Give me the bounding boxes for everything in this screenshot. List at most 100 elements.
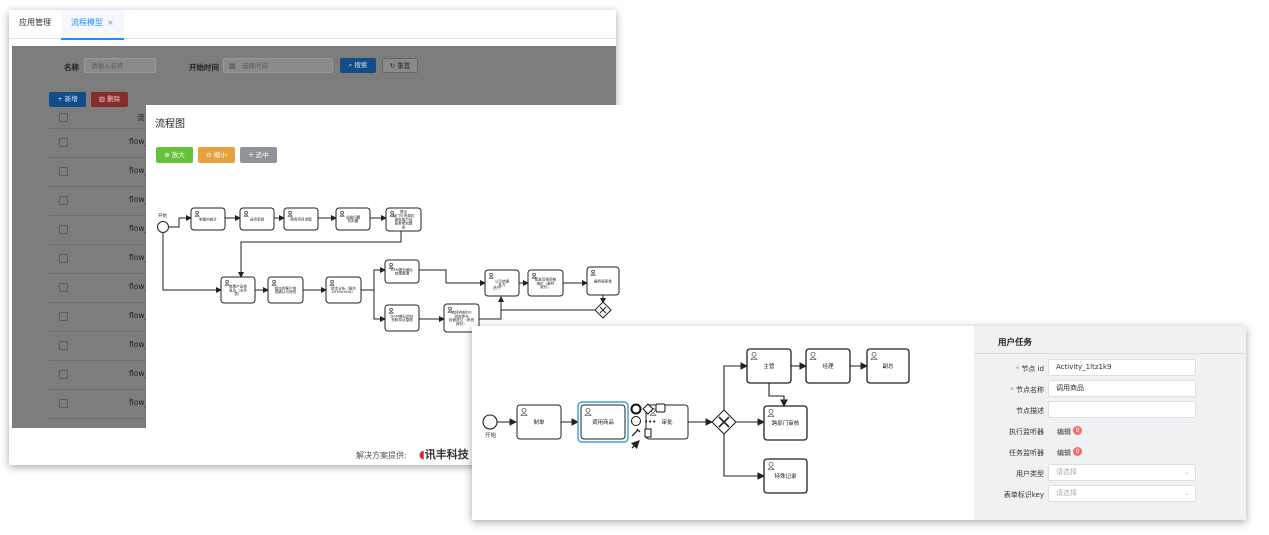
task-fuzong[interactable]: 副总	[866, 348, 910, 384]
row-checkbox[interactable]	[59, 312, 68, 321]
gateway-icon[interactable]	[642, 403, 654, 415]
node-desc-label: 节点描述	[1016, 407, 1044, 415]
select-all-checkbox[interactable]	[59, 113, 68, 122]
form-key-select[interactable]: 请选择 ⌄	[1048, 485, 1196, 502]
chevron-down-icon: ⌄	[1184, 468, 1190, 476]
task-listener-edit-link[interactable]: 编辑	[1057, 449, 1071, 457]
row-checkbox[interactable]	[59, 399, 68, 408]
name-input[interactable]: 请输入名称	[84, 58, 156, 73]
task-label: 报价）	[540, 284, 551, 289]
company-logo: ◖讯丰科技	[419, 446, 469, 462]
row-name-cell: flow_	[129, 311, 149, 320]
start-event[interactable]	[482, 414, 498, 430]
required-mark: *	[1010, 386, 1016, 394]
task-label: 公示结果	[495, 278, 510, 283]
flow-task-3[interactable]: 费用项目流程	[283, 207, 319, 231]
node-desc-input[interactable]	[1048, 401, 1196, 418]
task-listener-count-badge: 0	[1073, 447, 1082, 456]
task-teshu-jilu[interactable]: 特殊记录	[763, 458, 808, 494]
provider-label: 解决方案提供:	[356, 451, 407, 460]
fit-center-label: 适中	[255, 151, 269, 159]
task-label: 副总	[882, 362, 894, 370]
start-time-input[interactable]: ▦ 选择时间	[223, 58, 333, 73]
task-label: 息参考到整	[395, 221, 413, 226]
close-icon[interactable]: ×	[107, 18, 114, 27]
row-checkbox[interactable]	[59, 196, 68, 205]
exclusive-gateway[interactable]	[711, 409, 737, 435]
task-label: 提出	[400, 209, 408, 214]
task-label: 运输问题	[346, 214, 361, 219]
intermediate-event-icon[interactable]	[631, 416, 641, 426]
wrench-icon[interactable]	[631, 428, 641, 437]
task-shenpi[interactable]: 审批	[645, 404, 689, 440]
task-label: 调用商品	[592, 418, 615, 426]
gateway-label: 选中	[493, 284, 501, 290]
flow-task-2[interactable]: 送货审批	[239, 207, 275, 231]
logo-text: 讯丰科技	[424, 448, 469, 461]
task-zhidan[interactable]: 制单	[516, 404, 562, 440]
row-checkbox[interactable]	[59, 167, 68, 176]
task-label: 息确认与修改	[275, 289, 297, 294]
properties-panel: 用户任务 * 节点 id Activity_1ltz1k9 * 节点名称 调用商…	[974, 326, 1246, 520]
user-type-select[interactable]: 请选择 ⌄	[1048, 464, 1196, 481]
task-label: 主管	[763, 362, 775, 370]
task-label: DFMX0016）	[332, 289, 355, 294]
zoom-out-button[interactable]: ⊖ 缩小	[198, 147, 235, 163]
reset-button[interactable]: ↻ 重置	[382, 58, 418, 73]
task-zhuguan[interactable]: 主管	[746, 348, 792, 384]
trash-icon[interactable]	[644, 428, 652, 438]
node-name-input[interactable]: 调用商品	[1048, 380, 1196, 397]
flow-task-14[interactable]: 最终报审批	[586, 266, 620, 296]
more-icon[interactable]: •••	[644, 418, 656, 426]
exclusive-gateway[interactable]	[594, 301, 612, 319]
user-icon	[531, 272, 537, 279]
row-checkbox[interactable]	[59, 254, 68, 263]
user-icon	[389, 210, 395, 217]
fit-center-button[interactable]: ✛ 适中	[240, 147, 277, 163]
tab-app-management[interactable]: 应用管理	[9, 10, 61, 38]
node-id-label-text: 节点 id	[1021, 365, 1044, 373]
row-checkbox[interactable]	[59, 341, 68, 350]
task-icon[interactable]	[655, 403, 666, 413]
node-id-input[interactable]: Activity_1ltz1k9	[1048, 359, 1196, 376]
row-checkbox[interactable]	[59, 283, 68, 292]
modal-title: 流程图	[155, 119, 185, 130]
user-icon	[243, 210, 249, 217]
zoom-in-button[interactable]: ⊕ 放大	[156, 147, 193, 163]
task-label: DFM报价确认	[391, 267, 414, 272]
task-jingli[interactable]: 经理	[805, 348, 851, 384]
flow-task-1[interactable]: 制度内部计	[190, 207, 226, 231]
task-kuabumen-shenhe[interactable]: 跨部门审核	[763, 405, 808, 441]
end-event-icon[interactable]	[630, 403, 642, 415]
task-label: 调查客户信	[395, 217, 413, 222]
task-diaoyong-shangpin[interactable]: 调用商品	[577, 401, 629, 443]
row-name-cell: flow_	[129, 369, 149, 378]
row-checkbox[interactable]	[59, 370, 68, 379]
required-mark: *	[1015, 365, 1022, 373]
connect-arrow-icon[interactable]	[630, 440, 640, 450]
start-label: 开始	[485, 431, 497, 439]
task-label: 查看产品信	[229, 283, 247, 288]
search-button[interactable]: ⌕ 搜索	[340, 58, 376, 73]
user-icon	[809, 351, 817, 360]
row-checkbox[interactable]	[59, 138, 68, 147]
delete-button[interactable]: ▥ 删除	[91, 92, 128, 107]
node-name-label-text: 节点名称	[1016, 386, 1044, 394]
task-label: 体	[402, 225, 406, 230]
zoom-in-icon: ⊕	[164, 151, 170, 159]
add-button[interactable]: + 新增	[49, 92, 86, 107]
exec-listener-edit-link[interactable]: 编辑	[1057, 428, 1071, 436]
tab-flow-model[interactable]: 流程模型×	[61, 10, 124, 40]
start-event[interactable]	[157, 221, 169, 233]
row-checkbox[interactable]	[59, 225, 68, 234]
